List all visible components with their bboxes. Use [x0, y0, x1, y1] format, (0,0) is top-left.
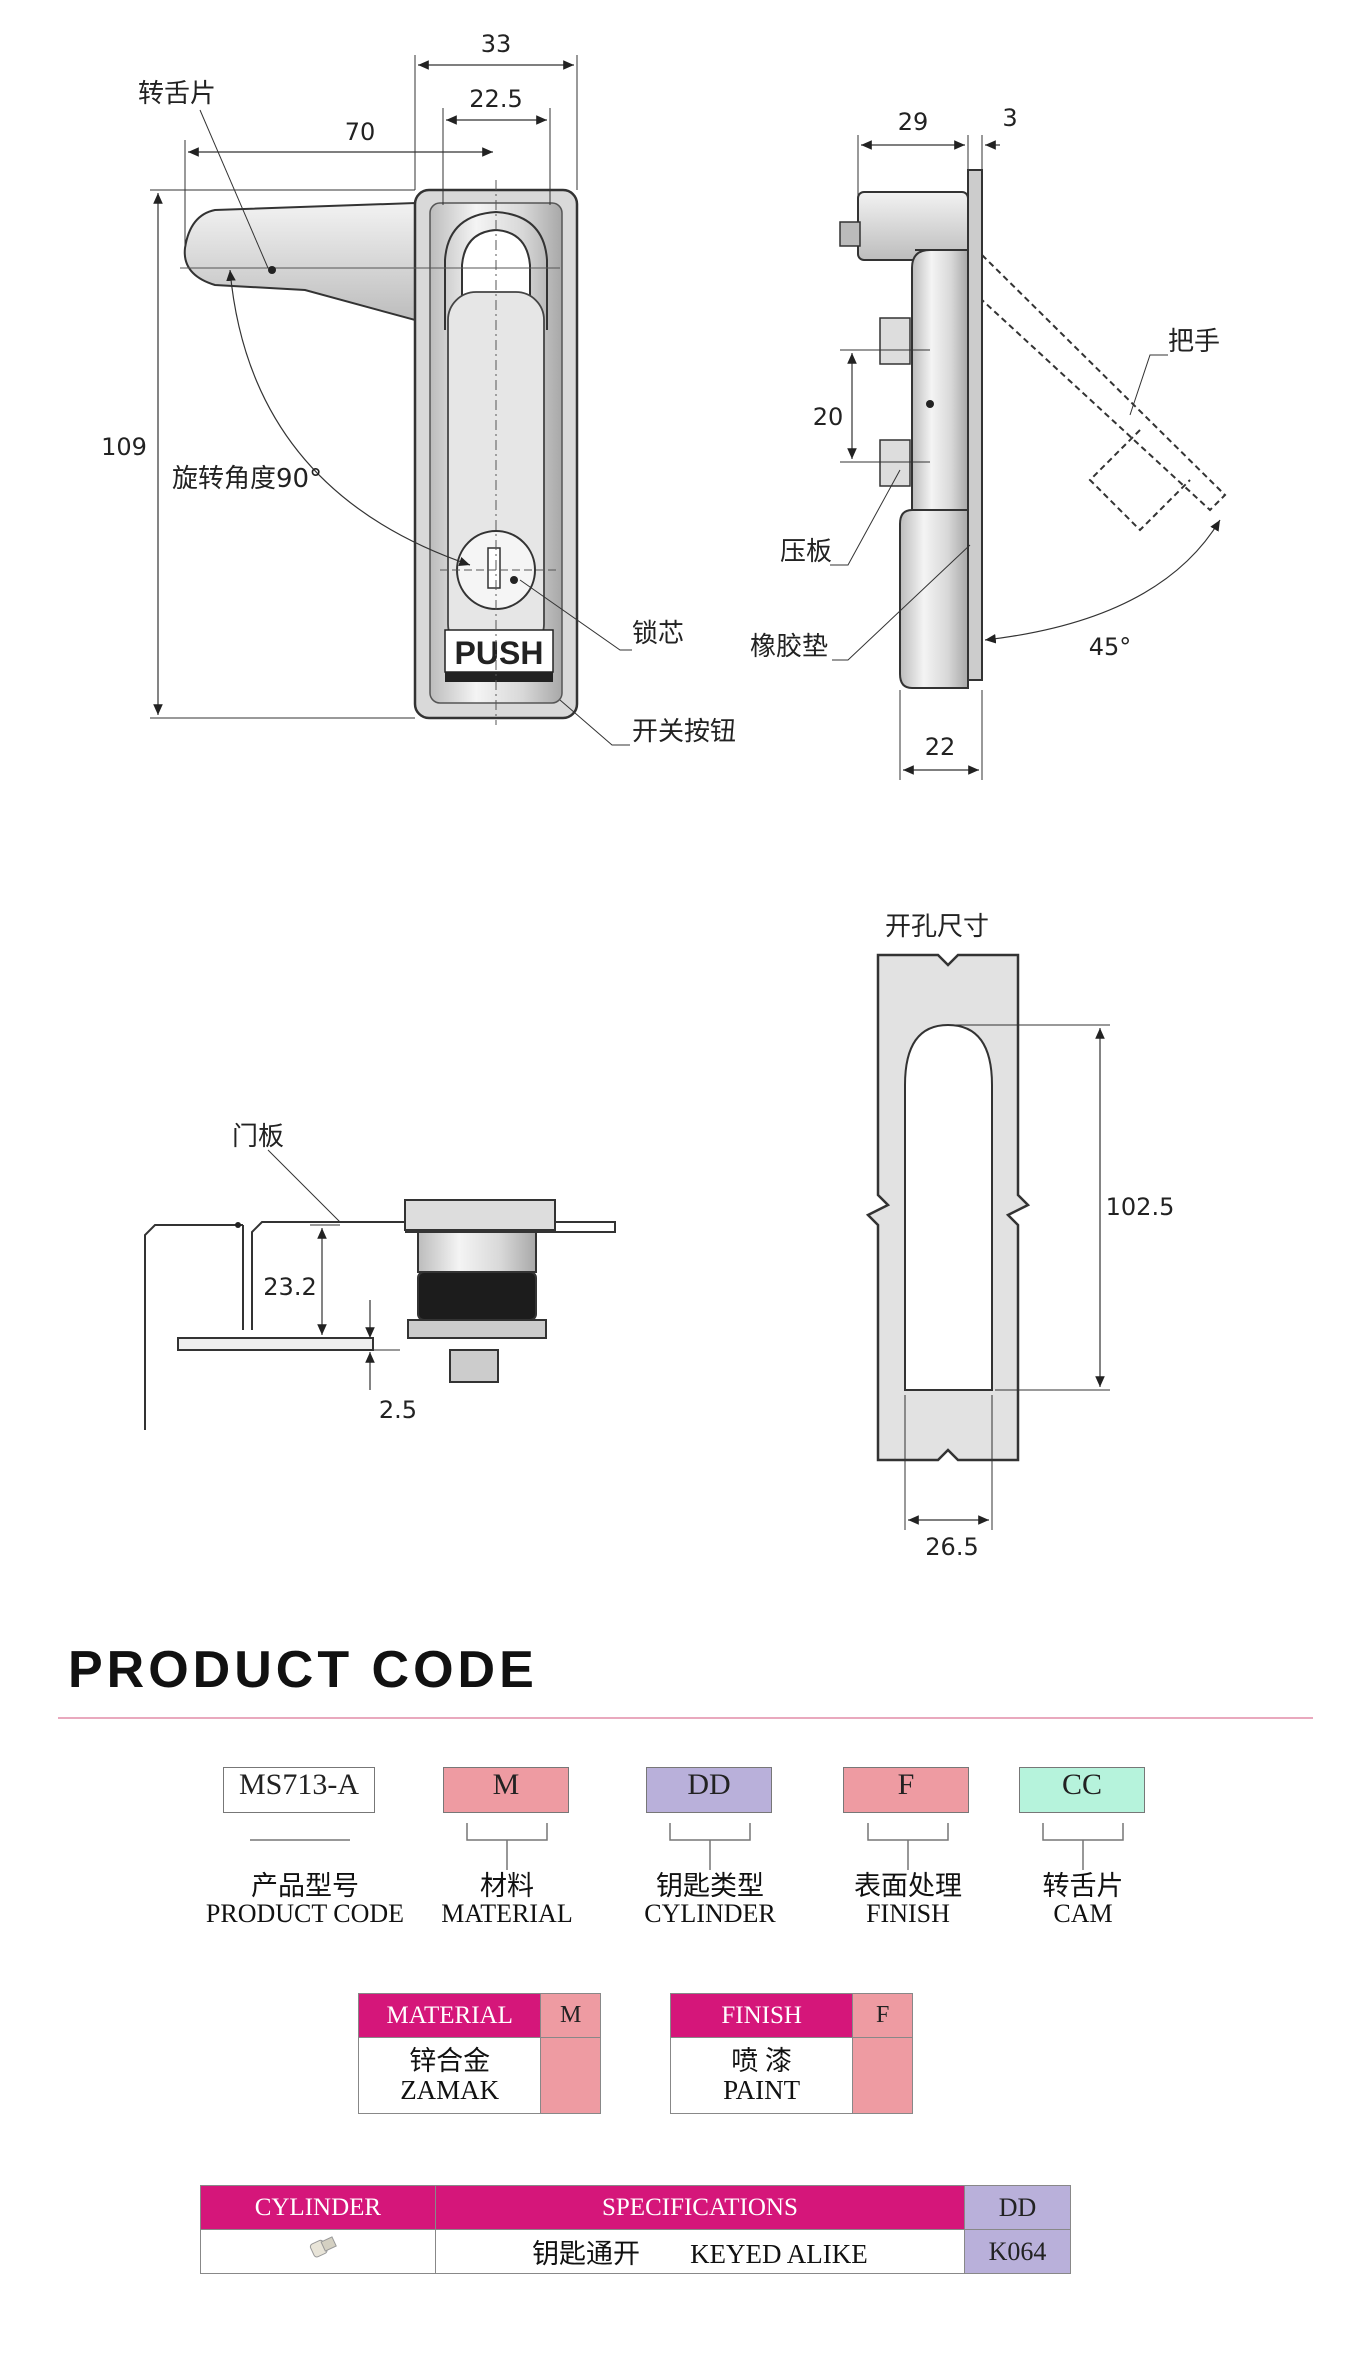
code-box-cam: CC — [1019, 1767, 1145, 1813]
code-box-finish: F — [843, 1767, 969, 1813]
dim-23-2: 23.2 — [263, 1273, 316, 1301]
product-code-title: PRODUCT CODE — [68, 1641, 538, 1699]
code-box-material: M — [443, 1767, 569, 1813]
dim-2-5: 2.5 — [379, 1396, 417, 1424]
side-view: 29 3 20 22 45° 把手 压板 橡胶垫 — [750, 104, 1227, 780]
cylinder-header: CYLINDER — [200, 2185, 436, 2230]
dim-3: 3 — [1002, 104, 1017, 132]
finish-code: F — [852, 1993, 913, 2038]
dim-26-5: 26.5 — [925, 1533, 978, 1561]
specifications-header: SPECIFICATIONS — [434, 2185, 966, 2230]
code-brackets — [250, 1823, 1124, 1870]
label-cam: 转舌片 — [138, 79, 216, 109]
label-handle: 把手 — [1168, 327, 1220, 357]
key-cylinder-icon — [309, 2236, 337, 2258]
dd-value: K064 — [964, 2229, 1071, 2274]
install-view: 23.2 2.5 门板 — [144, 1122, 616, 1430]
label-switch-button: 开关按钮 — [632, 717, 736, 747]
dim-22-5: 22.5 — [469, 85, 522, 113]
dim-22: 22 — [925, 733, 956, 761]
label-lock-core: 锁芯 — [632, 619, 684, 649]
dim-29: 29 — [898, 108, 929, 136]
dim-109: 109 — [101, 433, 147, 461]
material-header: MATERIAL — [357, 1993, 542, 2038]
material-code: M — [540, 1993, 601, 2038]
technical-drawings: PUSH 33 22.5 70 109 转舌片 旋转角度90° 锁芯 开关按钮 — [101, 30, 1227, 1561]
dim-102-5: 102.5 — [1106, 1193, 1175, 1221]
cutout-view: 102.5 26.5 开孔尺寸 — [865, 912, 1175, 1561]
cylinder-image-cell — [200, 2229, 436, 2274]
front-view: PUSH 33 22.5 70 109 转舌片 旋转角度90° 锁芯 开关按钮 — [101, 30, 736, 747]
material-code-fill — [540, 2037, 601, 2114]
label-door-panel: 门板 — [232, 1122, 284, 1152]
label-cutout-size: 开孔尺寸 — [885, 912, 989, 942]
dim-20: 20 — [813, 403, 844, 431]
label-rotation: 旋转角度90° — [172, 464, 322, 494]
finish-code-fill — [852, 2037, 913, 2114]
dim-45: 45° — [1089, 633, 1132, 661]
dim-33: 33 — [481, 30, 512, 58]
push-label: PUSH — [455, 635, 544, 671]
code-box-product: MS713-A — [223, 1767, 375, 1813]
dim-70: 70 — [345, 118, 376, 146]
label-press-plate: 压板 — [780, 537, 832, 567]
label-rubber-pad: 橡胶垫 — [750, 632, 828, 662]
title-divider — [58, 1717, 1313, 1719]
code-box-cylinder: DD — [646, 1767, 772, 1813]
finish-header: FINISH — [669, 1993, 854, 2038]
dd-header: DD — [964, 2185, 1071, 2230]
